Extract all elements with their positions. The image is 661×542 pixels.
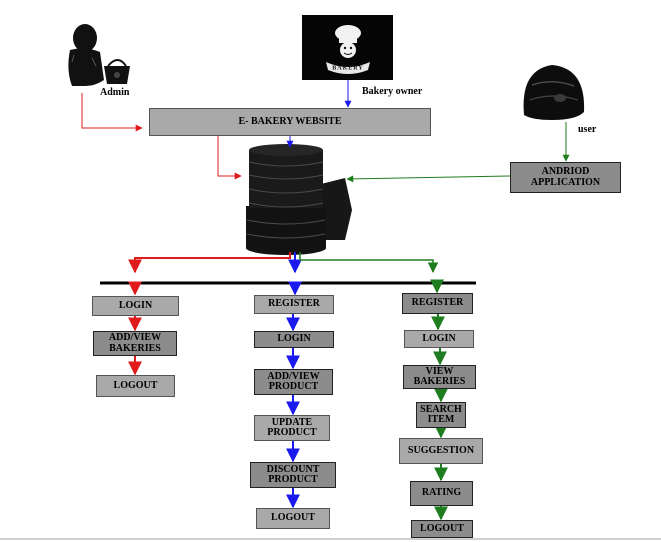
bottom-divider xyxy=(0,538,661,540)
bakery-logo-icon xyxy=(302,15,393,80)
user-search-item-box: SEARCH ITEM xyxy=(416,402,466,428)
admin-label: Admin xyxy=(100,87,130,98)
owner-update-product-box: UPDATE PRODUCT xyxy=(254,415,330,441)
owner-login-box: LOGIN xyxy=(254,331,334,348)
user-label: user xyxy=(578,124,597,135)
user-view-bakeries-box: VIEW BAKERIES xyxy=(403,365,476,389)
admin-actor-icon xyxy=(68,24,130,86)
android-app-box: ANDRIOD APPLICATION xyxy=(510,162,621,193)
user-login-box: LOGIN xyxy=(404,330,474,348)
user-logout-box: LOGOUT xyxy=(411,520,473,538)
admin-to-website-arrow xyxy=(81,93,143,132)
logo-text: BAKERY xyxy=(332,66,363,72)
owner-add-view-product-box: ADD/VIEW PRODUCT xyxy=(254,369,333,395)
bakery-owner-label: Bakery owner xyxy=(362,86,423,97)
admin-login-box: LOGIN xyxy=(92,296,179,316)
database-icon xyxy=(246,144,352,255)
owner-logout-box: LOGOUT xyxy=(256,508,330,529)
website-to-db-red-arrow xyxy=(217,136,242,180)
website-box: E- BAKERY WEBSITE xyxy=(149,108,431,136)
db-to-admin-branch xyxy=(128,252,291,274)
owner-register-box: REGISTER xyxy=(254,295,334,314)
user-register-box: REGISTER xyxy=(402,293,473,314)
admin-logout-box: LOGOUT xyxy=(96,375,175,397)
owner-discount-product-box: DISCOUNT PRODUCT xyxy=(250,462,336,488)
app-to-db-arrow xyxy=(346,175,511,183)
admin-add-view-bakeries-box: ADD/VIEW BAKERIES xyxy=(93,331,177,356)
user-rating-box: RATING xyxy=(410,481,473,506)
user-suggestion-box: SUGGESTION xyxy=(399,438,483,464)
user-actor-icon xyxy=(523,65,585,120)
db-to-user-branch xyxy=(299,252,439,274)
